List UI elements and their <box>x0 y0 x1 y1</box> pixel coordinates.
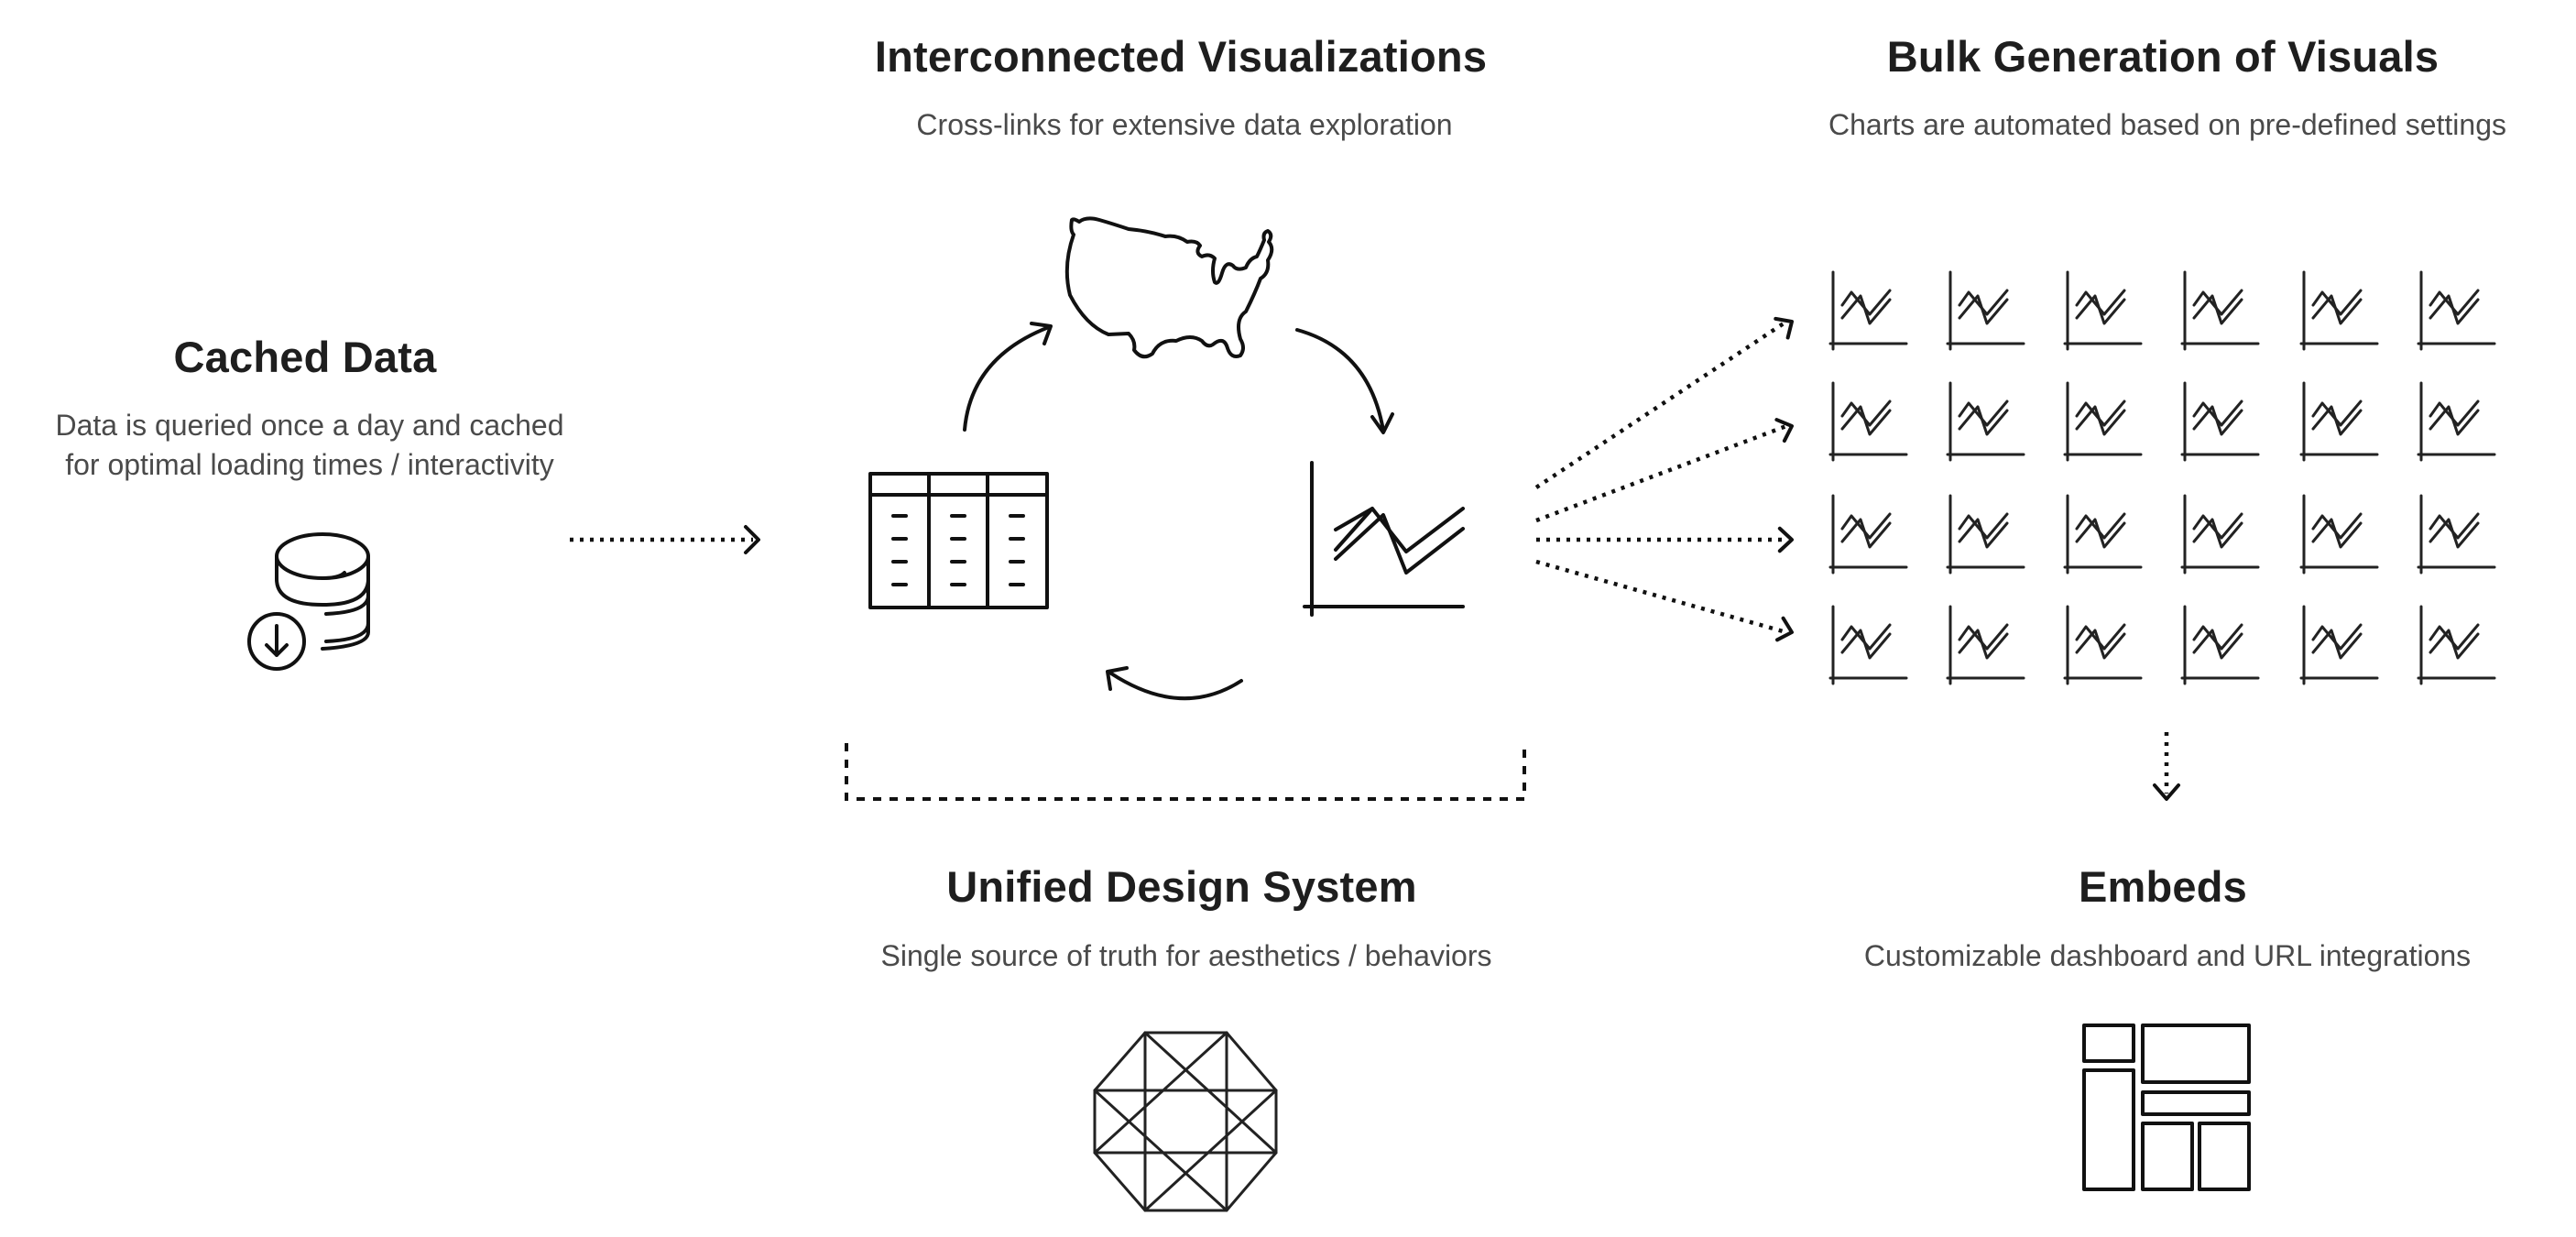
mini-line-chart-icon <box>1828 270 1908 351</box>
dashboard-layout-icon <box>2082 1024 2251 1191</box>
mini-line-chart-icon <box>2417 381 2496 462</box>
bulk-generation-description: Charts are automated based on pre-define… <box>1828 108 2507 141</box>
mini-line-chart-icon <box>2180 270 2260 351</box>
fan-arrow <box>1534 316 1794 489</box>
mini-line-chart-icon <box>2180 605 2260 685</box>
interconnected-title: Interconnected Visualizations <box>874 32 1488 81</box>
interconnected-description: Cross-links for extensive data explorati… <box>916 108 1453 141</box>
cycle-arrow-up-right <box>1295 328 1394 434</box>
database-download-icon <box>247 532 370 671</box>
connector-interconnected-to-bulk <box>1534 316 1794 642</box>
mini-line-chart-icon <box>2063 381 2143 462</box>
mini-line-chart-icon <box>2299 605 2379 685</box>
mini-line-chart-icon <box>2417 494 2496 575</box>
mini-line-chart-icon <box>2063 270 2143 351</box>
cached-data-title: Cached Data <box>173 333 437 381</box>
mini-line-chart-icon <box>1828 605 1908 685</box>
mini-line-chart-icon <box>1828 494 1908 575</box>
mini-line-chart-icon <box>1828 381 1908 462</box>
embeds-title: Embeds <box>2078 862 2248 911</box>
mini-line-chart-icon <box>1946 605 2025 685</box>
unified-design-description: Single source of truth for aesthetics / … <box>880 939 1492 972</box>
us-map-icon <box>1064 216 1274 359</box>
mini-line-chart-icon <box>2180 494 2260 575</box>
mini-line-chart-icon <box>2063 605 2143 685</box>
mini-line-chart-icon <box>1946 270 2025 351</box>
cached-data-description-line-1: Data is queried once a day and cached <box>55 409 564 442</box>
mini-line-chart-icon <box>2299 494 2379 575</box>
bulk-chart-grid <box>1828 270 2496 685</box>
cached-data-description-line-2: for optimal loading times / interactivit… <box>65 448 554 481</box>
mini-line-chart-icon <box>2180 381 2260 462</box>
cycle-arrow-up-left <box>963 322 1053 432</box>
fan-arrow <box>1536 526 1794 553</box>
cycle-arrow-bottom <box>1106 666 1243 701</box>
bulk-generation-title: Bulk Generation of Visuals <box>1886 32 2440 81</box>
fan-arrow <box>1535 559 1794 642</box>
mini-line-chart-icon <box>2063 494 2143 575</box>
mini-line-chart-icon <box>2417 605 2496 685</box>
octagon-grid-icon <box>1093 1031 1278 1212</box>
fan-arrow <box>1535 418 1794 523</box>
embeds-description: Customizable dashboard and URL integrati… <box>1863 939 2472 972</box>
line-chart-icon <box>1303 461 1465 617</box>
mini-line-chart-icon <box>2417 270 2496 351</box>
mini-line-chart-icon <box>2299 270 2379 351</box>
unified-design-title: Unified Design System <box>946 862 1417 911</box>
mini-line-chart-icon <box>2299 381 2379 462</box>
connector-interconnected-to-unified-bracket <box>845 743 1526 801</box>
cached-data-description: Data is queried once a day and cached fo… <box>55 406 563 485</box>
connector-bulk-to-embeds <box>2153 732 2180 801</box>
mini-line-chart-icon <box>1946 494 2025 575</box>
mini-line-chart-icon <box>1946 381 2025 462</box>
connector-cached-to-interconnected <box>570 525 760 554</box>
table-icon <box>868 472 1049 609</box>
